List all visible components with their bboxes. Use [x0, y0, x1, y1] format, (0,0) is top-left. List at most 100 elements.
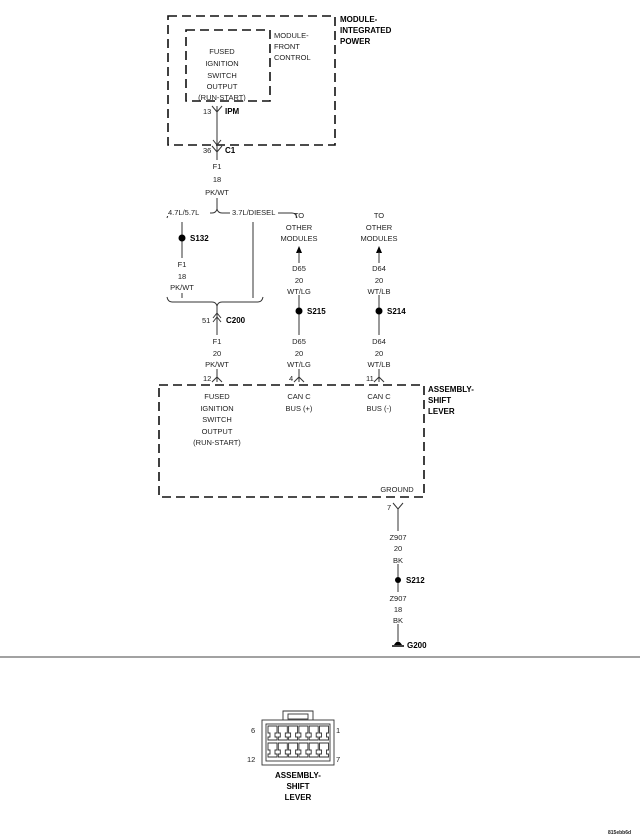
wire-label: 18 — [178, 272, 186, 281]
connector-pin-label: 6 — [251, 726, 255, 735]
shift-title: ASSEMBLY- — [428, 385, 474, 394]
splice-s214-label: S214 — [387, 307, 406, 316]
arrow-up-icon — [296, 246, 302, 253]
ipm-title: POWER — [340, 37, 370, 46]
ipm-title: INTEGRATED — [340, 26, 392, 35]
splice-dot — [295, 307, 303, 315]
wire-label: 20 — [394, 544, 402, 553]
wire-label: 18 — [394, 605, 402, 614]
connector-cavity — [277, 742, 288, 758]
fcm-pin-label: FUSED — [209, 47, 235, 56]
shift-pin-label: OUTPUT — [202, 427, 233, 436]
connector-cavity — [267, 742, 278, 758]
splice-dot — [178, 234, 186, 242]
shift-lever-connector-view — [261, 710, 335, 766]
option-label-left: 4.7L/5.7L — [168, 208, 199, 217]
wire-label: F1 — [213, 337, 222, 346]
shift-title: SHIFT — [428, 396, 451, 405]
connector-ipm-symbol — [211, 105, 223, 113]
wire-label: PK/WT — [170, 283, 194, 292]
figure-id: 815ebb6d — [608, 830, 631, 836]
arrow-up-icon — [376, 246, 382, 253]
wire-label: WT/LB — [368, 287, 391, 296]
fcm-title: MODULE- — [274, 31, 309, 40]
shift-pin: 7 — [387, 503, 391, 512]
wire-label: F1 — [178, 260, 187, 269]
to-other-label: TO — [294, 211, 304, 220]
shift-pin: 12 — [203, 374, 211, 383]
c1-pin: 36 — [203, 146, 211, 155]
wire-label: 20 — [213, 349, 221, 358]
connector-title: LEVER — [285, 793, 312, 802]
c200-pin: 51 — [202, 316, 210, 325]
wire-label: PK/WT — [205, 360, 229, 369]
connector-symbol — [392, 502, 404, 510]
connector-c1-symbol — [211, 145, 223, 153]
shift-pin-label: CAN C — [367, 392, 391, 401]
shift-pin-label: BUS (-) — [367, 404, 393, 413]
fcm-title: CONTROL — [274, 53, 311, 62]
option-label-right: 3.7L/DIESEL — [232, 208, 275, 217]
connector-cavity — [288, 742, 299, 758]
shift-pin: 11 — [366, 374, 374, 383]
wire-label: WT/LG — [287, 287, 311, 296]
wire-label: BK — [393, 556, 403, 565]
connector-symbol — [293, 376, 305, 383]
wire-label: F1 — [213, 162, 222, 171]
to-other-label: OTHER — [366, 223, 393, 232]
wire-label: D64 — [372, 337, 386, 346]
wire-label: 20 — [295, 349, 303, 358]
shift-pin-label: (RUN-START) — [193, 438, 241, 447]
connector-title: ASSEMBLY- — [275, 771, 321, 780]
wire-label: 18 — [213, 175, 221, 184]
ipm-module-box — [167, 15, 336, 146]
shift-pin-label: FUSED — [204, 392, 230, 401]
connector-cavity — [277, 725, 288, 741]
wire-label: D65 — [292, 337, 306, 346]
splice-s212-label: S212 — [406, 576, 425, 585]
wire-label: WT/LB — [368, 360, 391, 369]
connector-pin-label: 1 — [336, 726, 340, 735]
connector-cavity — [267, 725, 278, 741]
connector-pin-label: 7 — [336, 755, 340, 764]
fcm-pin-label: OUTPUT — [207, 82, 238, 91]
wire-label: Z907 — [389, 533, 406, 542]
connector-cavity — [319, 742, 329, 758]
splice-s132-label: S132 — [190, 234, 209, 243]
connector-title: SHIFT — [286, 782, 309, 791]
wire-label: 20 — [375, 276, 383, 285]
connector-cavity — [298, 725, 309, 741]
connector-cavity — [288, 725, 299, 741]
connector-c200-symbol — [212, 312, 222, 323]
wire-label: 20 — [295, 276, 303, 285]
wire-label: D64 — [372, 264, 386, 273]
connector-cavity — [298, 742, 309, 758]
shift-title: LEVER — [428, 407, 455, 416]
fcm-module-box — [185, 29, 271, 102]
arrow-icon — [212, 139, 222, 146]
connector-cavity — [319, 725, 329, 741]
shift-lever-box — [158, 384, 425, 498]
shift-pin-label: BUS (+) — [286, 404, 313, 413]
ipm-pin: 13 — [203, 107, 211, 116]
wire-label: WT/LG — [287, 360, 311, 369]
option-brace — [166, 296, 264, 307]
wire-label: PK/WT — [205, 188, 229, 197]
shift-pin: 4 — [289, 374, 293, 383]
splice-dot — [395, 577, 401, 583]
c200-connector-label: C200 — [226, 316, 246, 325]
to-other-label: OTHER — [286, 223, 313, 232]
shift-pin-label: IGNITION — [200, 404, 233, 413]
ground-icon — [392, 641, 404, 647]
shift-pin-label: SWITCH — [202, 415, 232, 424]
to-other-label: MODULES — [280, 234, 317, 243]
wire-label: Z907 — [389, 594, 406, 603]
splice-s215-label: S215 — [307, 307, 326, 316]
fcm-pin-label: SWITCH — [207, 71, 237, 80]
c1-connector-label: C1 — [225, 146, 236, 155]
fcm-title: FRONT — [274, 42, 300, 51]
connector-cavity — [308, 742, 319, 758]
fcm-pin-label: IGNITION — [205, 59, 238, 68]
wire-label: BK — [393, 616, 403, 625]
